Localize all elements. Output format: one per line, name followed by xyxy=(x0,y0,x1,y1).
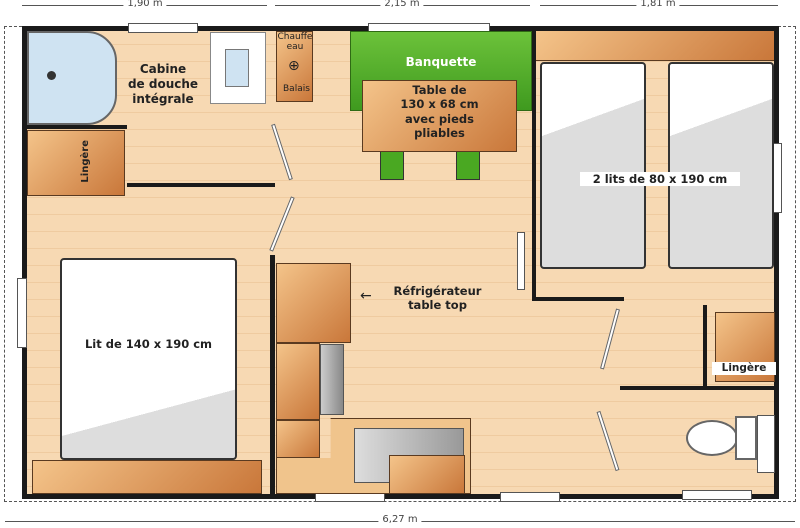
linen-left-label: Lingère xyxy=(80,140,91,183)
shower-tray xyxy=(27,31,117,125)
bedside-cabinet xyxy=(32,460,262,494)
wall xyxy=(532,30,536,300)
wall xyxy=(620,386,778,390)
wall-right xyxy=(774,26,779,499)
door[interactable] xyxy=(517,232,525,290)
wall-left xyxy=(22,26,27,499)
water-heater-label: Chauffe eau xyxy=(277,32,313,52)
linen-cupboard-left xyxy=(27,130,125,196)
double-bed-label: Lit de 140 x 190 cm xyxy=(84,337,213,351)
crosshair-icon: ⊕ xyxy=(288,58,300,74)
twin-beds-label: 2 lits de 80 x 190 cm xyxy=(580,172,740,187)
wall xyxy=(270,255,275,497)
dimension-width-1: 1,90 m xyxy=(123,0,167,9)
toilet-tank xyxy=(735,416,757,460)
window xyxy=(500,492,560,502)
kitchen-cabinet xyxy=(276,420,320,458)
washbasin xyxy=(210,32,266,104)
chair xyxy=(456,150,480,180)
dimension-total: 6,27 m xyxy=(378,514,422,525)
bench-label: Banquette xyxy=(405,55,477,69)
window xyxy=(17,278,27,348)
drain-icon xyxy=(47,71,56,80)
broom-label: Balais xyxy=(283,84,310,94)
chair xyxy=(380,150,404,180)
double-bed xyxy=(60,258,237,460)
fridge-label: Réfrigérateur table top xyxy=(393,284,482,313)
wall xyxy=(532,297,624,301)
window xyxy=(682,490,752,500)
window xyxy=(128,23,198,33)
kitchen-cabinet xyxy=(276,343,320,420)
cooktop xyxy=(320,344,344,415)
table-label: Table de 130 x 68 cm avec pieds pliables xyxy=(400,83,479,141)
shower-label: Cabine de douche intégrale xyxy=(127,62,199,106)
wall xyxy=(127,183,275,187)
sink-bowl xyxy=(225,49,249,87)
fridge xyxy=(276,263,351,343)
wardrobe xyxy=(536,31,774,61)
table xyxy=(362,80,517,152)
wall-bottom xyxy=(22,494,778,499)
single-bed xyxy=(540,62,646,269)
water-heater xyxy=(276,31,313,102)
arrow-left-icon: ← xyxy=(360,288,372,304)
wall xyxy=(703,305,707,390)
wall xyxy=(22,125,127,129)
dimension-width-2: 2,15 m xyxy=(380,0,424,9)
kitchen-cabinet xyxy=(389,455,465,494)
toilet xyxy=(686,420,738,456)
linen-right-label: Lingère xyxy=(712,362,776,376)
window xyxy=(757,415,775,473)
single-bed xyxy=(668,62,774,269)
dimension-width-3: 1,81 m xyxy=(636,0,680,9)
